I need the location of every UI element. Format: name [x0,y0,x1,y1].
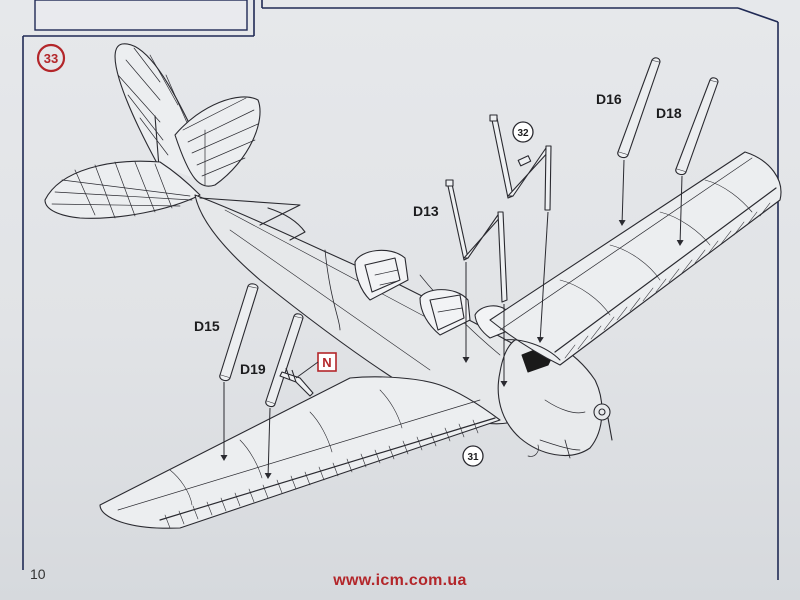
step-badge: 33 [36,43,66,73]
website-footer: www.icm.com.ua [333,572,467,589]
arrow-d18 [676,175,684,246]
strut-d19 [265,313,304,408]
page-number: 10 [30,566,46,582]
assembly-arrows [220,159,684,479]
arrow-d19 [264,407,272,479]
ref-badge-32: 32 [512,121,534,143]
label-d19: D19 [240,361,266,377]
strut-parts [219,57,719,408]
page-frame [22,0,779,580]
callout-labels: D13 D15 D16 D18 D19 32 31 N [194,91,682,467]
arrow-d16 [618,159,626,226]
strut-d16 [617,57,661,159]
strut-d18 [675,77,719,176]
paint-n-letter: N [322,355,331,370]
right-stabilizer [174,96,261,187]
left-wing [99,376,501,529]
right-wing [489,151,782,366]
left-stabilizer [44,160,201,219]
title-box [34,0,248,31]
ref-badge-31: 31 [462,445,484,467]
strut-d13 [445,179,508,303]
label-d15: D15 [194,318,220,334]
step-number: 33 [44,51,58,66]
label-d13: D13 [413,203,439,219]
aircraft-drawing [44,43,782,529]
label-d16: D16 [596,91,622,107]
paint-callout-n: N [295,352,337,379]
strut-assembly-32 [489,114,552,211]
part-n-step [279,367,314,397]
label-d18: D18 [656,105,682,121]
ref-31-number: 31 [467,452,479,463]
arrow-32 [536,211,549,343]
strut-d15 [219,283,259,382]
ref-32-number: 32 [517,128,529,139]
